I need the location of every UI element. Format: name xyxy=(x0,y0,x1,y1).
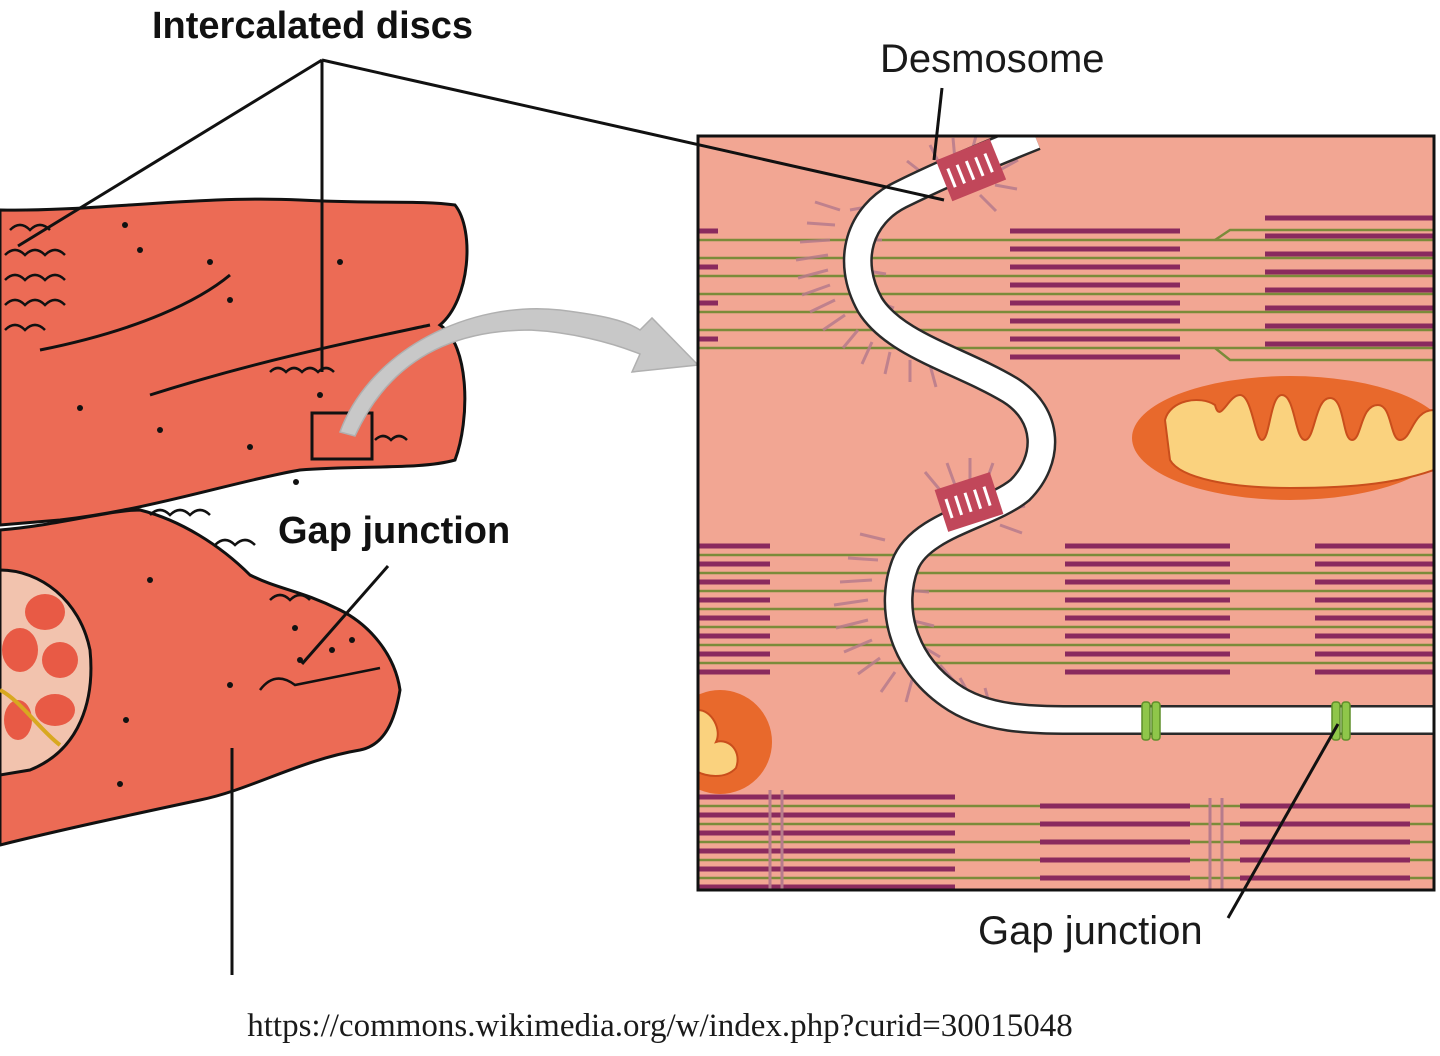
gap-junction-left-label: Gap junction xyxy=(278,510,510,552)
zoom-selection-box xyxy=(310,411,374,461)
myofibril-bands-middle xyxy=(698,543,1434,675)
source-url-text[interactable]: https://commons.wikimedia.org/w/index.ph… xyxy=(247,1008,1073,1044)
myofibril-bands-bottom xyxy=(698,790,1434,890)
desmosome-plaque-lower xyxy=(934,472,1004,532)
source-link[interactable]: https://commons.wikimedia.org/w/index.ph… xyxy=(0,1008,1320,1045)
gap-junction-right-label: Gap junction xyxy=(978,909,1203,953)
leader-lines xyxy=(17,58,1340,975)
intercalated-discs-label: Intercalated discs xyxy=(152,5,473,47)
muscle-cells-illustration xyxy=(0,197,469,847)
intercalated-disc-scallops xyxy=(4,223,408,442)
mitochondrion-left xyxy=(698,690,772,794)
myofibril-bands-top xyxy=(698,215,1434,362)
zoom-panel xyxy=(696,134,1436,892)
cell-dots xyxy=(77,222,343,485)
mitochondrion-right xyxy=(1132,376,1434,500)
upper-muscle-cell xyxy=(0,197,469,527)
gap-junction-channels xyxy=(1141,701,1351,741)
desmosome-plaque-upper xyxy=(935,138,1007,202)
desmosome-label: Desmosome xyxy=(880,37,1105,81)
cross-section xyxy=(0,568,93,777)
